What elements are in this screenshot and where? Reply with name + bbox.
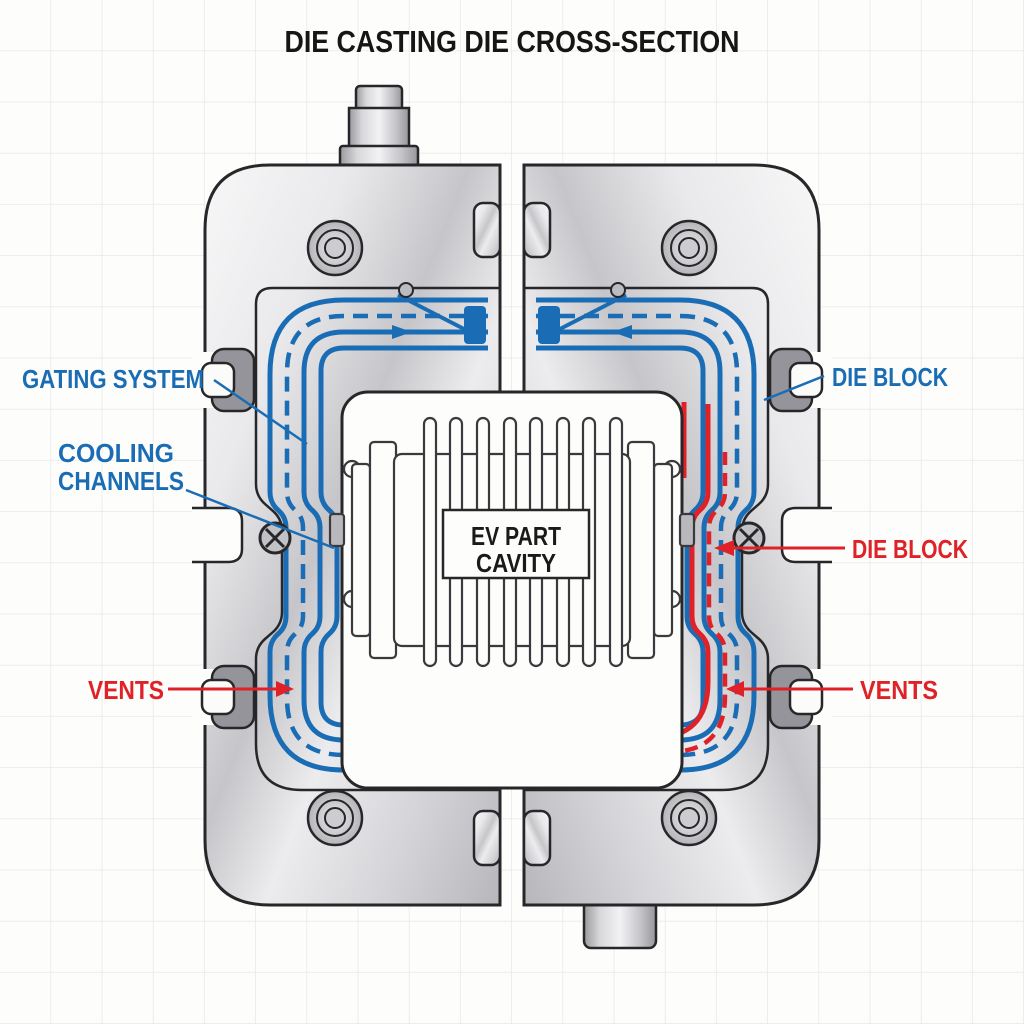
cavity-label-box	[441, 508, 591, 580]
vents-left-label: VENTS	[88, 675, 164, 705]
diagram-title: DIE CASTING DIE CROSS-SECTION	[285, 24, 740, 59]
cavity-label-line1: EV PART	[471, 521, 561, 551]
die-block-red-arrowhead	[714, 540, 734, 556]
die-block-blue-label: DIE BLOCK	[832, 362, 948, 392]
cooling-channels-label-line1: COOLING	[58, 438, 174, 468]
vents-right-arrowhead	[726, 681, 744, 697]
vents-right-label: VENTS	[860, 675, 938, 705]
vents-left-arrowhead	[276, 681, 294, 697]
cooling-channels-leader	[185, 488, 335, 550]
gating-system-leader	[213, 378, 308, 446]
hot-channel-lines	[562, 402, 728, 764]
die-half-right	[524, 165, 832, 905]
cooling-channels-label-line2: CHANNELS	[58, 466, 184, 496]
callouts: GATING SYSTEM COOLING CHANNELS DIE BLOCK…	[22, 362, 968, 705]
die-block-red-label: DIE BLOCK	[852, 534, 968, 564]
gating-system-label: GATING SYSTEM	[22, 364, 204, 394]
die-block-blue-leader	[763, 374, 825, 402]
cavity-label-line2: CAVITY	[476, 548, 556, 578]
